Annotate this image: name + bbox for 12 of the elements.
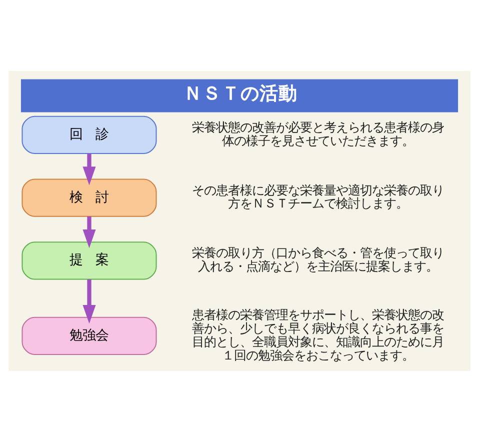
node-box: 勉強会 xyxy=(22,316,157,355)
node-label: 栄養状態の改善が必要と考えられる患者様の身体の様子を見させていただきます。 xyxy=(192,120,444,148)
arrow xyxy=(82,153,96,185)
node-box: 回 診 xyxy=(22,115,157,154)
node-label: 栄養の取り方（口から食べる・管を使って取り入れる・点滴など）を主治医に提案します。 xyxy=(192,246,444,274)
node-box: 検 討 xyxy=(22,178,157,216)
diagram-title: ＮＳＴの活動 xyxy=(183,82,298,104)
node-label: 患者様の栄養管理をサポートし、栄養状態の改善から、少しでも早く病状が良くなられる事を目的とし、全職員対象に、知識向上のために月１回の勉強会をおこなっています。 xyxy=(192,308,444,362)
arrow xyxy=(82,216,96,248)
node-box: 提 案 xyxy=(22,241,157,280)
arrow xyxy=(82,278,96,324)
node-label: その患者様に必要な栄養量や適切な栄養の取り方をＮＳＴチームで検討します。 xyxy=(192,182,444,210)
